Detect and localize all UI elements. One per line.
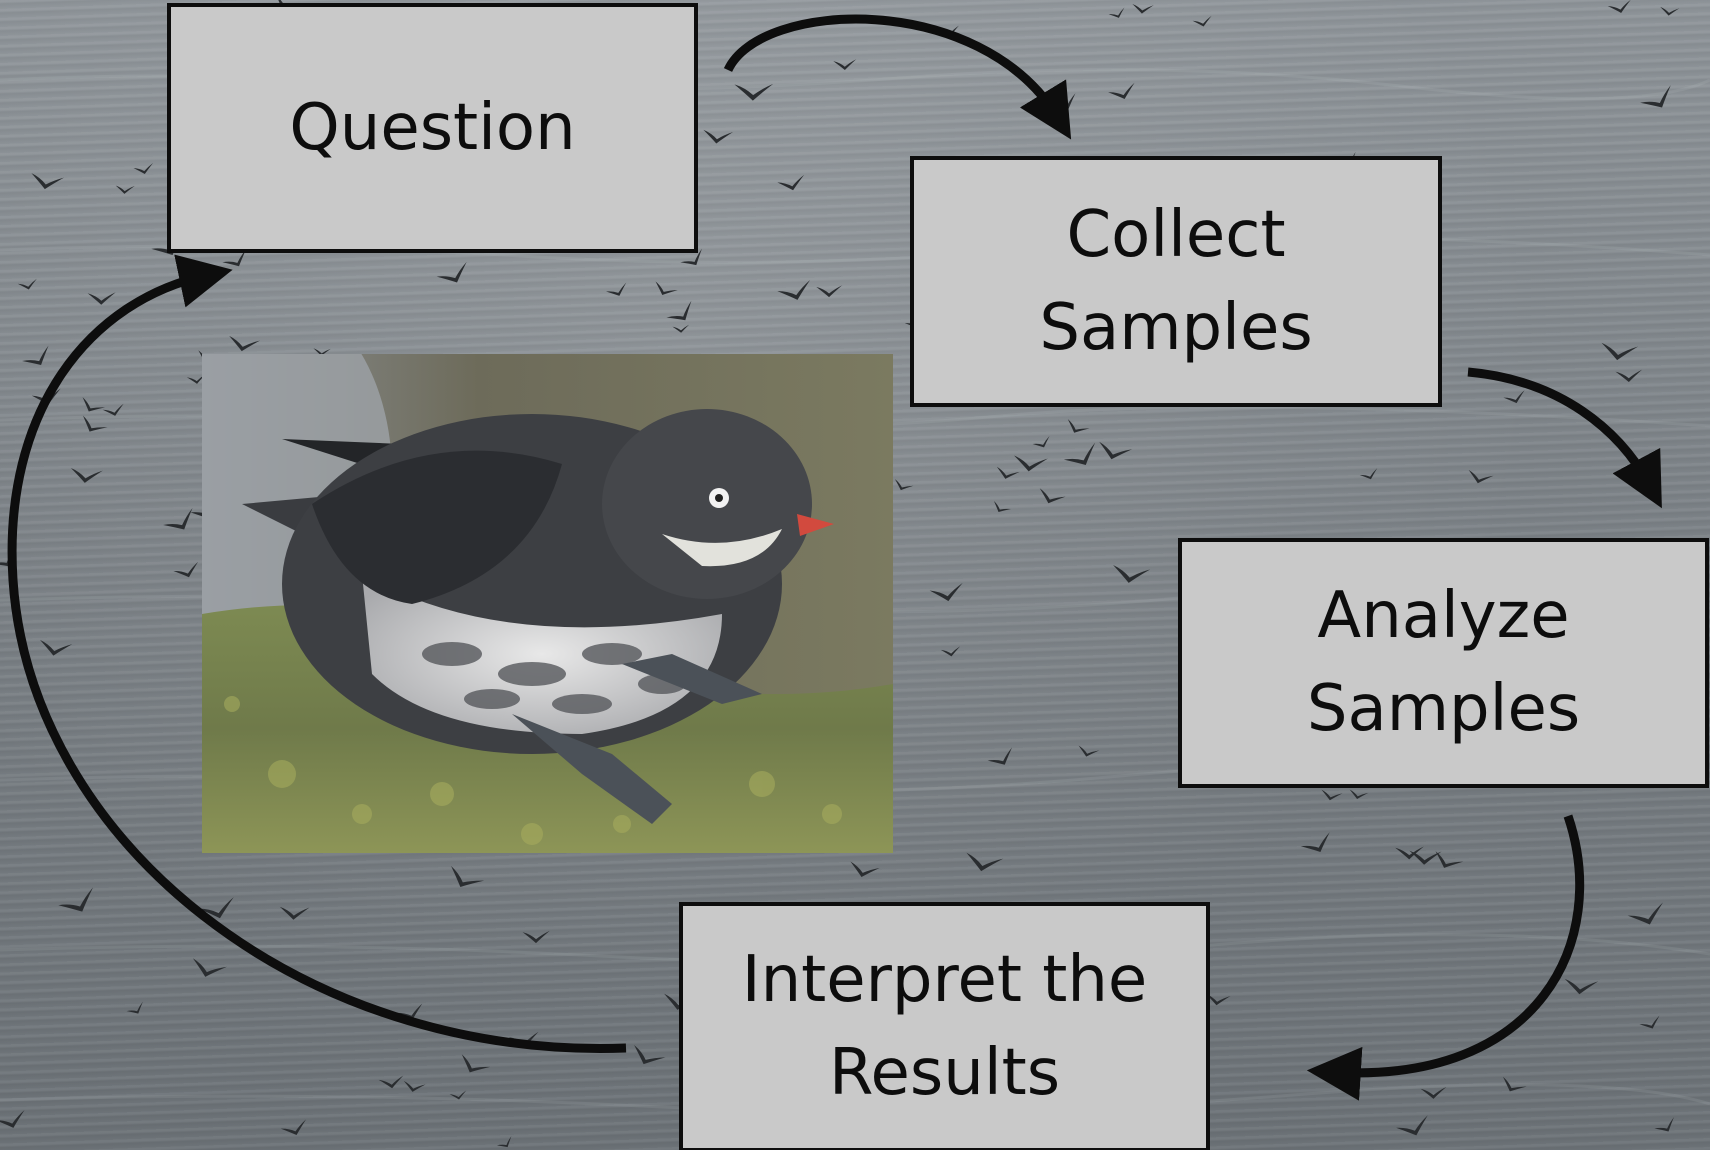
step-analyze-samples-box: Analyze Samples <box>1178 538 1709 788</box>
flying-bird-icon <box>31 388 61 405</box>
flying-bird-icon <box>1615 369 1643 383</box>
flying-bird-icon <box>31 173 64 190</box>
flying-bird-icon <box>993 500 1011 512</box>
flying-bird-icon <box>451 865 485 887</box>
flying-bird-icon <box>1660 6 1680 16</box>
flying-bird-icon <box>1014 455 1048 472</box>
flying-bird-icon <box>1205 993 1231 1006</box>
flying-bird-icon <box>40 639 73 656</box>
flying-bird-icon <box>833 59 857 71</box>
flying-bird-icon <box>1564 978 1599 995</box>
flying-bird-icon <box>816 285 843 298</box>
flying-bird-icon <box>655 281 678 295</box>
flying-bird-icon <box>403 1080 426 1092</box>
flying-bird-icon <box>1640 85 1671 108</box>
flying-bird-icon <box>22 345 49 366</box>
step-collect-samples-label: Collect Samples <box>1039 197 1313 365</box>
flying-bird-icon <box>198 897 234 919</box>
flying-bird-icon <box>87 292 116 305</box>
flying-bird-icon <box>680 248 702 266</box>
step-interpret-results-box: Interpret the Results <box>679 902 1210 1150</box>
flying-bird-icon <box>58 887 94 912</box>
flying-bird-icon <box>378 1075 404 1089</box>
flying-bird-icon <box>115 185 135 194</box>
flying-bird-icon <box>279 906 310 920</box>
flying-bird-icon <box>1468 469 1494 484</box>
flying-bird-icon <box>940 646 961 657</box>
flying-bird-icon <box>192 958 227 977</box>
flying-bird-icon <box>1039 488 1066 504</box>
flying-bird-icon <box>1108 82 1135 100</box>
flying-bird-icon <box>1654 1116 1674 1132</box>
flying-bird-icon <box>850 861 880 877</box>
step-collect-samples-box: Collect Samples <box>910 156 1442 407</box>
flying-bird-icon <box>173 561 199 578</box>
flying-bird-icon <box>1192 15 1212 27</box>
flying-bird-icon <box>449 1090 467 1100</box>
flying-bird-icon <box>1032 435 1050 448</box>
flying-bird-icon <box>1601 342 1639 361</box>
flying-bird-icon <box>82 397 106 412</box>
flying-bird-icon <box>496 1136 512 1148</box>
flying-bird-icon <box>229 335 261 352</box>
auklet-photo <box>202 354 893 853</box>
flying-bird-icon <box>508 1031 539 1048</box>
flying-bird-icon <box>461 1054 491 1073</box>
flying-bird-icon <box>996 466 1020 479</box>
flying-bird-icon <box>522 930 550 944</box>
flying-bird-icon <box>666 300 692 321</box>
flying-bird-icon <box>929 582 963 602</box>
flying-bird-icon <box>703 129 734 144</box>
step-interpret-results-label: Interpret the Results <box>741 943 1148 1110</box>
flying-bird-icon <box>1639 1015 1660 1029</box>
flying-bird-icon <box>1048 112 1067 123</box>
flying-bird-icon <box>1627 902 1663 925</box>
flying-bird-icon <box>0 548 15 567</box>
flying-bird-icon <box>0 1110 25 1128</box>
flying-bird-icon <box>126 1001 143 1014</box>
flying-bird-icon <box>777 279 811 300</box>
flying-bird-icon <box>1132 3 1154 14</box>
step-question-label: Question <box>289 90 576 165</box>
flying-bird-icon <box>777 174 805 191</box>
step-analyze-samples-label: Analyze Samples <box>1306 579 1581 746</box>
flying-bird-icon <box>280 1119 307 1136</box>
flying-bird-icon <box>1067 419 1090 433</box>
flying-bird-icon <box>436 261 467 283</box>
flying-bird-icon <box>1052 93 1076 110</box>
flying-bird-icon <box>606 282 627 296</box>
flying-bird-icon <box>1078 745 1100 757</box>
flying-bird-icon <box>935 25 959 39</box>
flying-bird-icon <box>17 278 37 290</box>
flying-bird-icon <box>966 852 1004 872</box>
flying-bird-icon <box>634 1045 666 1065</box>
flying-bird-icon <box>70 468 103 483</box>
flying-bird-icon <box>672 324 690 333</box>
flying-bird-icon <box>1396 1115 1428 1136</box>
flying-bird-icon <box>1420 1086 1447 1099</box>
flying-bird-icon <box>1502 1076 1527 1092</box>
flying-bird-icon <box>1435 851 1464 868</box>
flying-bird-icon <box>133 162 154 174</box>
step-question-box: Question <box>167 3 698 253</box>
flying-bird-icon <box>1607 0 1631 13</box>
flying-bird-icon <box>1359 468 1378 480</box>
flying-bird-icon <box>1503 390 1525 404</box>
flying-bird-icon <box>1099 441 1133 460</box>
flying-bird-icon <box>1063 442 1096 465</box>
flying-bird-icon <box>1409 850 1442 865</box>
flying-bird-icon <box>894 479 914 491</box>
flying-bird-icon <box>987 747 1013 765</box>
flying-bird-icon <box>1300 832 1330 852</box>
flying-bird-icon <box>1113 565 1151 583</box>
flying-bird-icon <box>396 1003 423 1020</box>
flying-bird-icon <box>1321 789 1343 801</box>
flying-bird-icon <box>1349 789 1369 800</box>
flying-bird-icon <box>1108 7 1125 18</box>
auklet-photo-image <box>202 354 893 853</box>
